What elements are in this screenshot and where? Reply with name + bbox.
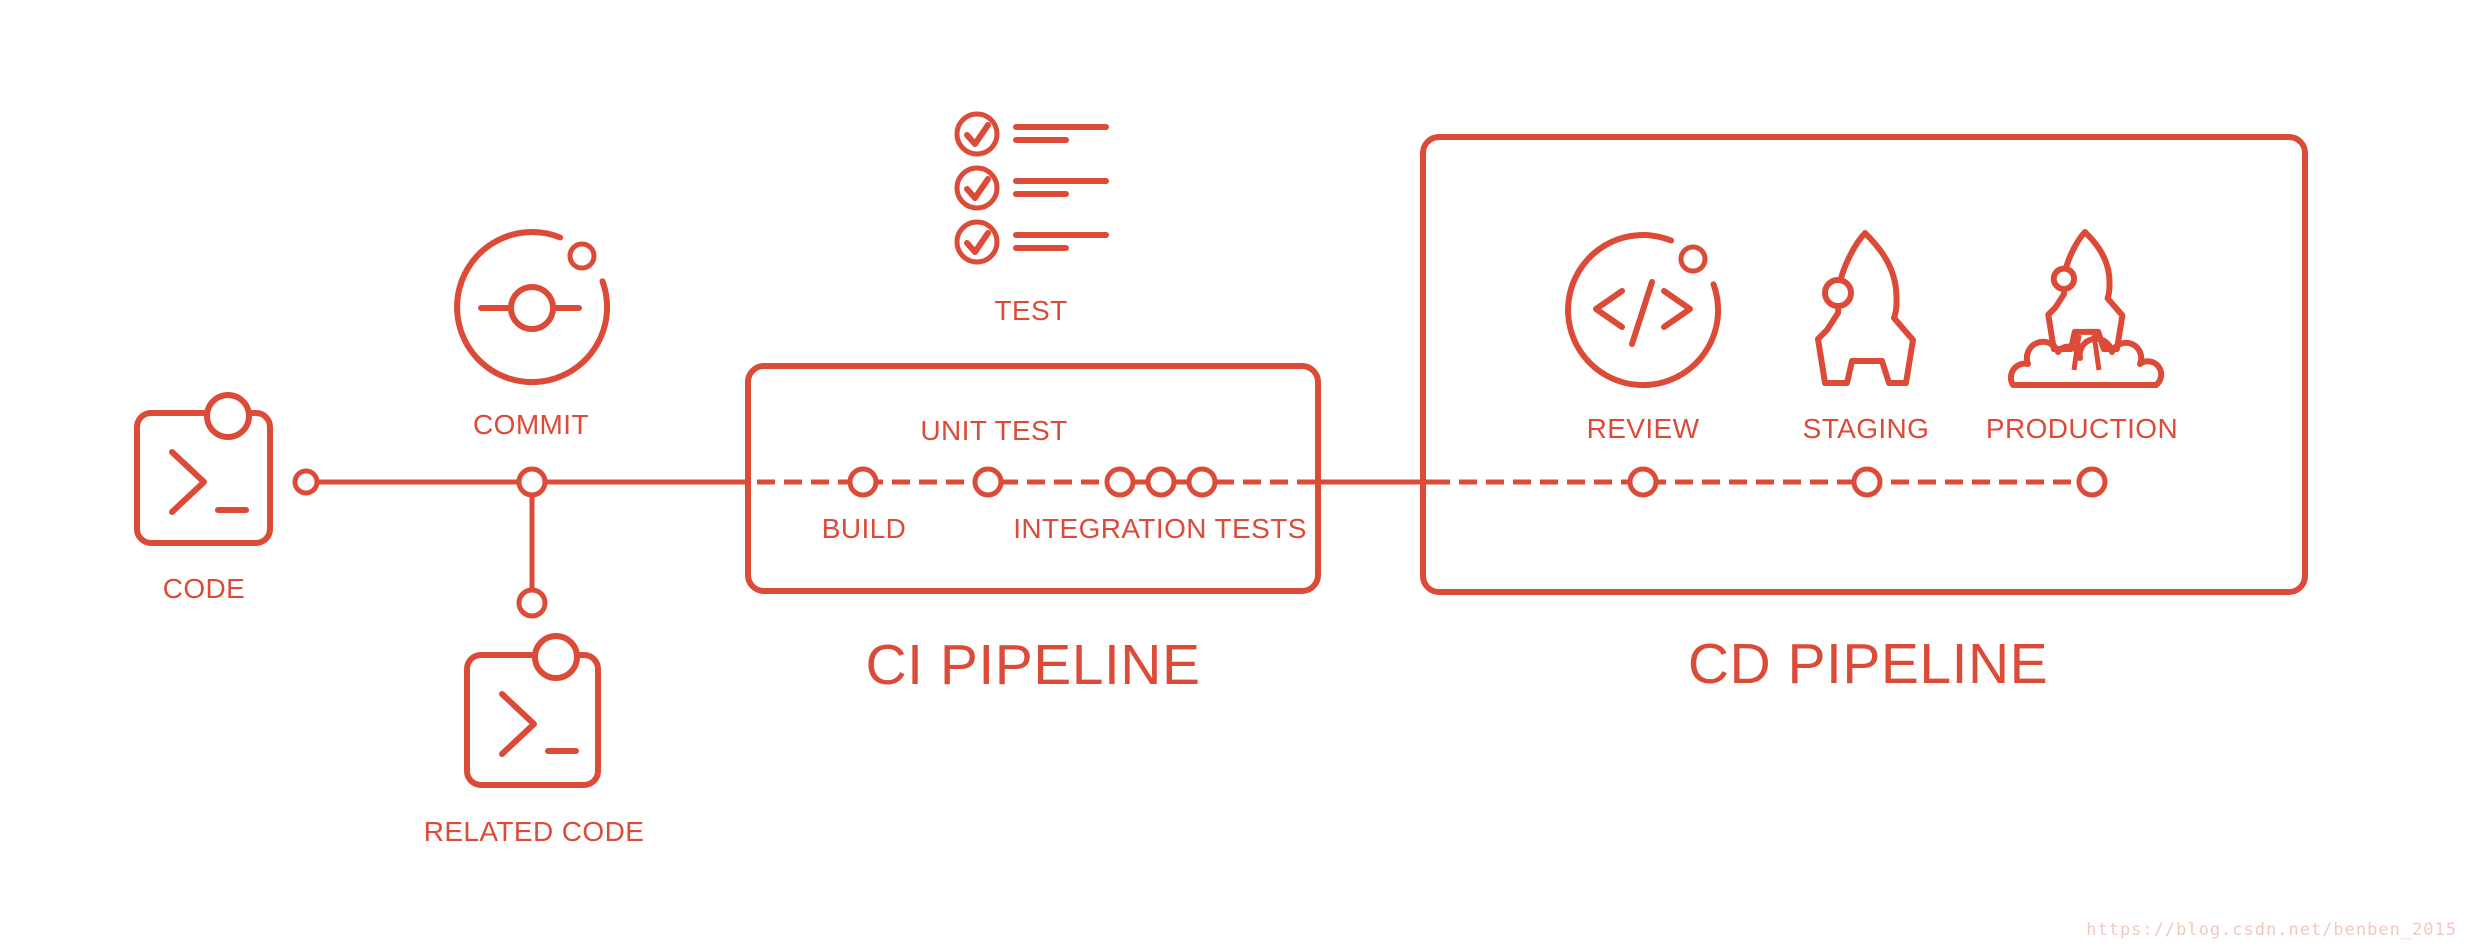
pipeline-node-staging xyxy=(1851,466,1883,498)
pipeline-node-commit xyxy=(516,466,548,498)
code-review-orbit-icon xyxy=(1565,232,1722,389)
pipeline-node-integration-1 xyxy=(1104,466,1136,498)
checklist-icon xyxy=(954,111,1109,265)
staging-label: STAGING xyxy=(1802,413,1930,444)
pipeline-node-production xyxy=(2076,466,2108,498)
cd-pipeline-box xyxy=(1420,134,2308,595)
commit-label: COMMIT xyxy=(473,409,589,440)
production-label: PRODUCTION xyxy=(1985,413,2179,444)
git-commit-orbit-icon xyxy=(454,229,611,386)
pipeline-node-build xyxy=(847,466,879,498)
review-label: REVIEW xyxy=(1586,413,1700,444)
code-label: CODE xyxy=(162,573,246,604)
unit-test-label: UNIT TEST xyxy=(920,415,1068,446)
watermark-url: https://blog.csdn.net/benben_2015 xyxy=(2086,920,2457,940)
build-label: BUILD xyxy=(821,513,907,544)
rocket-icon xyxy=(1818,233,1913,383)
pipeline-node-review xyxy=(1627,466,1659,498)
test-label: TEST xyxy=(994,295,1068,326)
ci-pipeline-title: CI PIPELINE xyxy=(865,633,1201,697)
terminal-code-icon xyxy=(464,633,601,788)
pipeline-node-integration-3 xyxy=(1186,466,1218,498)
cd-pipeline-title: CD PIPELINE xyxy=(1687,632,2049,696)
related-code-label: RELATED CODE xyxy=(423,816,645,847)
pipeline-node-integration-2 xyxy=(1145,466,1177,498)
rocket-launch-icon xyxy=(2007,232,2165,388)
ci-pipeline-box xyxy=(745,363,1321,594)
pipeline-node-start xyxy=(292,468,320,496)
launch-cloud xyxy=(2007,335,2165,388)
pipeline-node-related-code xyxy=(516,587,548,619)
timeline-nodes xyxy=(292,466,2108,619)
integration-tests-label: INTEGRATION TESTS xyxy=(1013,513,1307,544)
pipeline-node-unit-test xyxy=(972,466,1004,498)
terminal-code-icon xyxy=(134,392,273,546)
